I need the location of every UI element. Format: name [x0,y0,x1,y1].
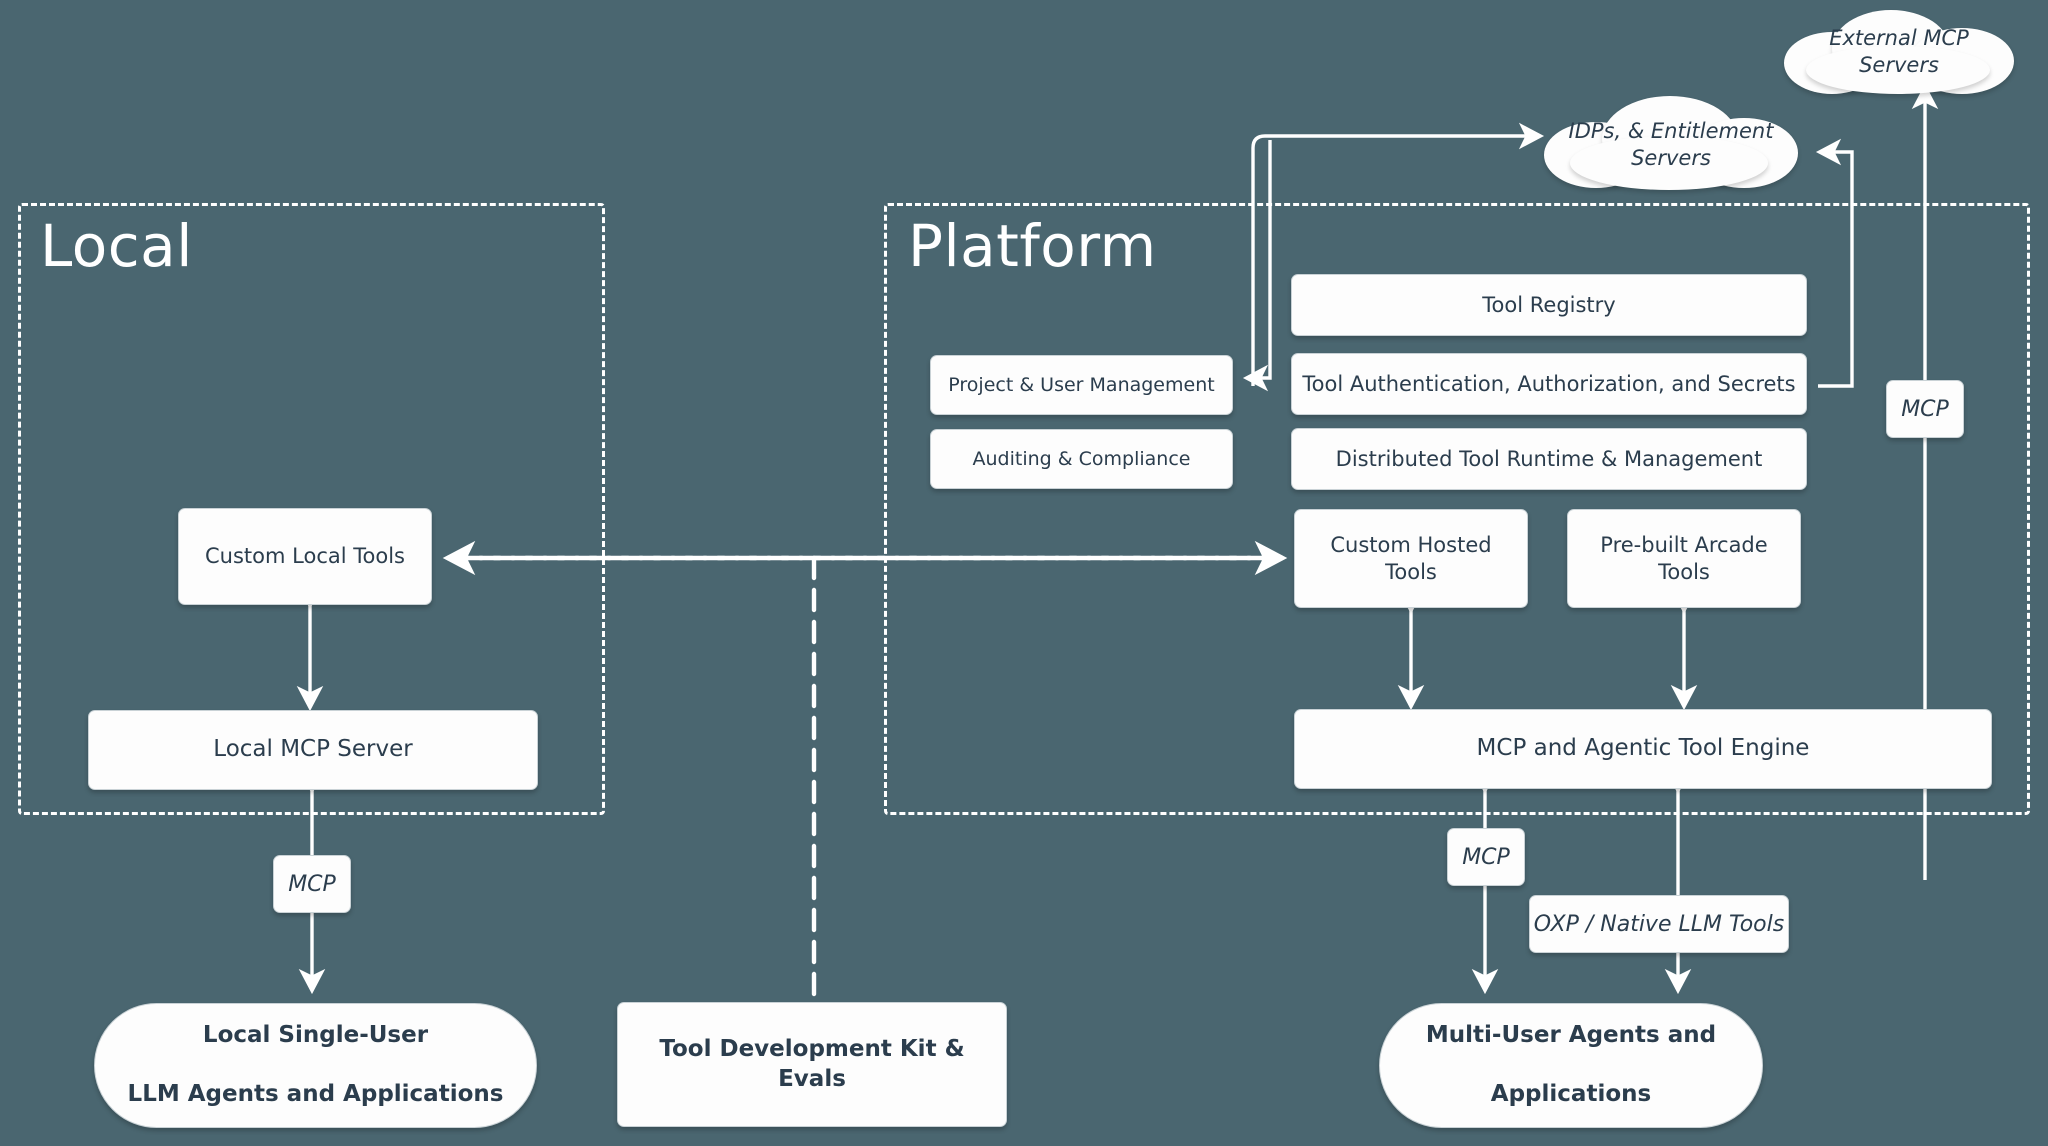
cloud-external-mcp-label: External MCP Servers [1829,25,1969,77]
cloud-external-mcp-servers: External MCP Servers [1770,6,2028,98]
node-local-mcp-server[interactable]: Local MCP Server [88,710,538,790]
label-mcp-external: MCP [1886,380,1964,438]
node-local-mcp-server-label: Local MCP Server [213,736,413,763]
node-tool-registry[interactable]: Tool Registry [1291,274,1807,336]
zone-local-title: Local [40,212,193,280]
node-custom-hosted-tools-label: Custom Hosted Tools [1330,532,1492,584]
node-auditing-compliance-label: Auditing & Compliance [972,447,1191,470]
node-project-user-management[interactable]: Project & User Management [930,355,1233,415]
node-custom-local-tools-label: Custom Local Tools [205,544,405,569]
label-oxp-native-llm-tools: OXP / Native LLM Tools [1529,895,1789,953]
node-prebuilt-arcade-tools[interactable]: Pre-built Arcade Tools [1567,509,1801,608]
node-distributed-tool-runtime[interactable]: Distributed Tool Runtime & Management [1291,428,1807,490]
node-mcp-agentic-tool-engine[interactable]: MCP and Agentic Tool Engine [1294,709,1992,789]
node-tool-development-kit-label: Tool Development Kit & Evals [659,1036,965,1092]
node-custom-hosted-tools[interactable]: Custom Hosted Tools [1294,509,1528,608]
node-multi-user-agents-label: Multi-User Agents and Applications [1406,1021,1736,1109]
cloud-idps-label: IDPs, & Entitlement Servers [1543,118,1800,173]
label-oxp-native-llm-tools-text: OXP / Native LLM Tools [1533,911,1785,937]
node-custom-local-tools[interactable]: Custom Local Tools [178,508,432,605]
node-tool-authentication-label: Tool Authentication, Authorization, and … [1302,371,1796,396]
cloud-idps-line2: Servers [1631,146,1711,170]
node-local-agents-label: Local Single-User LLM Agents and Applica… [108,1021,524,1109]
zone-platform-title: Platform [908,212,1157,280]
node-tool-development-kit[interactable]: Tool Development Kit & Evals [617,1002,1007,1127]
node-auditing-compliance[interactable]: Auditing & Compliance [930,429,1233,489]
node-multi-user-agents-line1: Multi-User Agents and [1425,1022,1717,1049]
node-tool-authentication[interactable]: Tool Authentication, Authorization, and … [1291,353,1807,415]
node-multi-user-agents-line2: Applications [1490,1081,1652,1108]
node-tool-registry-label: Tool Registry [1482,292,1616,317]
label-mcp-external-text: MCP [1901,396,1949,422]
label-mcp-local: MCP [273,855,351,913]
node-prebuilt-arcade-tools-label: Pre-built Arcade Tools [1600,532,1768,584]
label-mcp-platform-text: MCP [1462,844,1510,870]
node-mcp-agentic-tool-engine-label: MCP and Agentic Tool Engine [1476,735,1810,762]
node-local-agents-line1: Local Single-User [202,1022,429,1049]
cloud-idps-line1: IDPs, & Entitlement [1568,118,1774,143]
node-project-user-management-label: Project & User Management [948,373,1215,396]
node-multi-user-agents[interactable]: Multi-User Agents and Applications [1379,1003,1763,1128]
cloud-idps-entitlement: IDPs, & Entitlement Servers [1536,92,1806,198]
node-distributed-tool-runtime-label: Distributed Tool Runtime & Management [1335,446,1763,471]
node-local-agents-line2: LLM Agents and Applications [127,1081,504,1108]
label-mcp-local-text: MCP [288,871,336,897]
label-mcp-platform: MCP [1447,828,1525,886]
node-local-agents[interactable]: Local Single-User LLM Agents and Applica… [94,1003,537,1128]
